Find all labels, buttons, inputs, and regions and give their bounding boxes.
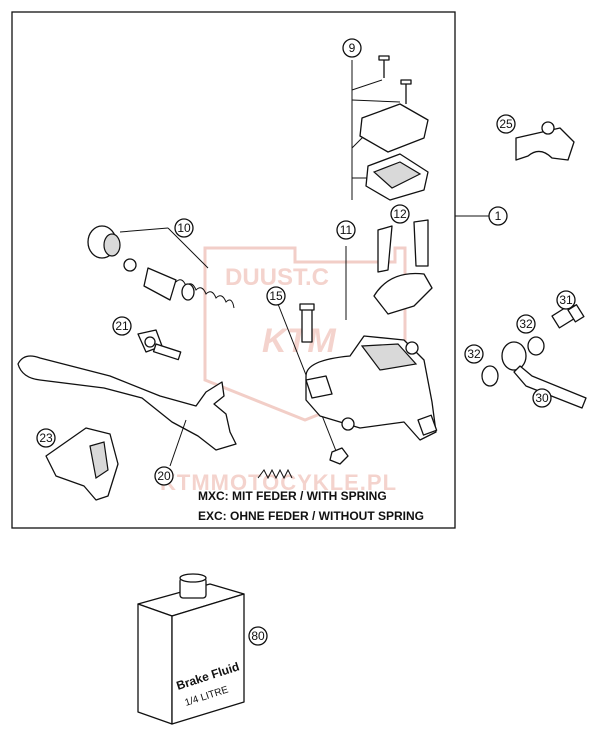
callout-11: 11 <box>336 220 356 240</box>
part-banjo-fitting <box>481 302 587 409</box>
brake-fluid-bottle: Brake Fluid 1/4 LITRE 80 <box>137 573 268 725</box>
part-master-cylinder <box>305 219 438 441</box>
callout-10: 10 <box>174 218 194 238</box>
part-brake-lever <box>17 355 237 467</box>
part-reservoir-cap-set <box>351 55 429 201</box>
watermark: DUUST.C KTM KTMMOTOCYKLE.PL <box>160 246 407 495</box>
callout-80: 80 <box>248 626 268 646</box>
callout-20: 20 <box>154 466 174 486</box>
callout-label-9: 9 <box>349 41 356 55</box>
callout-32-left: 32 <box>464 344 484 364</box>
callout-label-80: 80 <box>251 629 265 643</box>
part-pivot-bolt <box>277 303 349 465</box>
callout-15: 15 <box>266 286 286 306</box>
part-lever-spring <box>257 468 293 480</box>
callout-label-25: 25 <box>499 117 513 131</box>
callout-label-11: 11 <box>340 223 353 237</box>
callout-21: 21 <box>112 316 132 336</box>
note-mxc: MXC: MIT FEDER / WITH SPRING <box>198 489 387 503</box>
callout-label-23: 23 <box>39 431 53 445</box>
callout-23: 23 <box>36 428 56 448</box>
callout-label-15: 15 <box>269 289 283 303</box>
callout-1: 1 <box>488 206 508 226</box>
callout-label-30: 30 <box>535 391 549 405</box>
callout-label-31: 31 <box>559 293 573 307</box>
callout-30: 30 <box>532 388 552 408</box>
callout-9: 9 <box>342 38 362 58</box>
callout-label-10: 10 <box>177 221 191 235</box>
callout-32-right: 32 <box>516 314 536 334</box>
callout-label-32a: 32 <box>519 317 533 331</box>
callout-label-12: 12 <box>393 207 407 221</box>
part-adjuster-screw <box>137 329 182 361</box>
part-clamp-half <box>515 121 575 161</box>
callout-label-1: 1 <box>495 209 502 223</box>
callout-12: 12 <box>390 204 410 224</box>
part-lever-guard <box>45 427 119 501</box>
callout-label-32b: 32 <box>467 347 481 361</box>
part-piston-kit <box>87 225 235 309</box>
callout-label-21: 21 <box>115 319 129 333</box>
callout-31: 31 <box>556 290 576 310</box>
assembly-frame <box>11 11 456 529</box>
note-exc: EXC: OHNE FEDER / WITHOUT SPRING <box>198 509 424 523</box>
callout-label-20: 20 <box>157 469 171 483</box>
callout-25: 25 <box>496 114 516 134</box>
watermark-logo-text: KTM <box>262 322 336 360</box>
